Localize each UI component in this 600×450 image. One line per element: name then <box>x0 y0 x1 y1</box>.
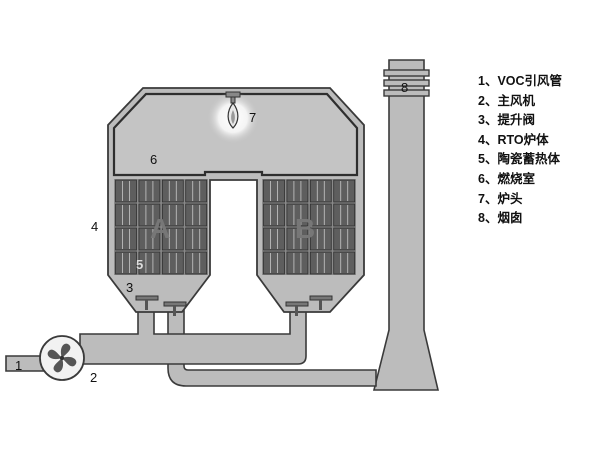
ceramic-block <box>309 203 332 227</box>
callout-8: 8 <box>401 80 408 95</box>
legend-item: 6、燃烧室 <box>478 171 535 186</box>
ceramic-block <box>115 251 137 275</box>
bed-label-a: A <box>150 213 170 244</box>
ceramic-block <box>286 203 309 227</box>
chimney-ring <box>383 69 430 77</box>
callout-1: 1 <box>15 358 22 373</box>
ceramic-block <box>309 227 332 251</box>
ceramic-block <box>286 251 309 275</box>
legend-item: 1、VOC引风管 <box>478 74 563 88</box>
legend-item: 8、烟囱 <box>478 211 523 226</box>
ceramic-block <box>263 179 285 203</box>
ceramic-block <box>263 203 285 227</box>
ceramic-block <box>185 179 208 203</box>
ceramic-block <box>161 179 184 203</box>
ceramic-bed-b <box>262 179 356 275</box>
callout-2: 2 <box>90 370 97 385</box>
ceramic-block <box>115 179 137 203</box>
ceramic-block <box>138 227 161 251</box>
ceramic-block <box>185 203 208 227</box>
legend-item: 3、提升阀 <box>478 113 535 128</box>
chimney-ring <box>383 79 430 87</box>
bed-label-b: B <box>295 213 315 244</box>
ceramic-block <box>115 203 137 227</box>
chimney <box>372 59 440 391</box>
ceramic-block <box>185 227 208 251</box>
ceramic-bed-a <box>114 179 208 275</box>
callout-4: 4 <box>91 219 98 234</box>
callout-6: 6 <box>150 152 157 167</box>
poppet-valve-icon <box>309 295 333 310</box>
poppet-valve-icon <box>135 295 159 310</box>
legend-item: 7、炉头 <box>478 191 523 206</box>
exhaust-duct <box>167 304 377 387</box>
ceramic-block <box>333 227 356 251</box>
callout-5: 5 <box>136 257 143 272</box>
poppet-valve-icon <box>163 301 187 316</box>
ceramic-block <box>138 251 161 275</box>
ceramic-block <box>333 251 356 275</box>
ceramic-block <box>333 203 356 227</box>
ceramic-block <box>161 251 184 275</box>
ceramic-block <box>185 251 208 275</box>
ceramic-block <box>263 227 285 251</box>
legend-item: 2、主风机 <box>478 93 535 108</box>
ceramic-block <box>286 227 309 251</box>
ceramic-block <box>309 251 332 275</box>
ceramic-block <box>138 203 161 227</box>
poppet-valve-icon <box>285 301 309 316</box>
ceramic-block <box>115 227 137 251</box>
legend: 1、VOC引风管 2、主风机 3、提升阀 4、RTO炉体 5、陶瓷蓄热体 6、燃… <box>478 72 596 229</box>
ceramic-block <box>309 179 332 203</box>
chimney-ring <box>383 89 430 97</box>
ceramic-block <box>263 251 285 275</box>
ceramic-block <box>286 179 309 203</box>
ceramic-block <box>138 179 161 203</box>
ceramic-block <box>161 227 184 251</box>
burner-icon <box>225 91 241 129</box>
ceramic-block <box>333 179 356 203</box>
ceramic-block <box>161 203 184 227</box>
callout-7: 7 <box>249 110 256 125</box>
legend-item: 4、RTO炉体 <box>478 132 549 147</box>
callout-3: 3 <box>126 280 133 295</box>
fan-icon <box>39 335 85 381</box>
legend-item: 5、陶瓷蓄热体 <box>478 152 560 167</box>
voc-inlet-duct <box>79 305 307 365</box>
